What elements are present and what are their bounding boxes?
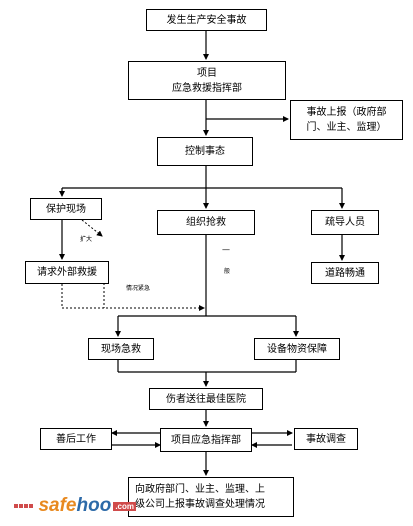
node-accident: 发生生产安全事故 (146, 9, 267, 31)
node-external-line-1: 请求外部救援 (37, 267, 97, 278)
node-evacuate-line-1: 疏导人员 (325, 217, 365, 228)
node-final-report-line-2: 级公司上报事故调查处理情况 (135, 499, 265, 510)
node-road-line-1: 道路畅通 (325, 267, 365, 279)
node-final-report-line-1: 向政府部门、业主、监理、上 (135, 484, 265, 495)
logo-text-hoo: hoo (76, 495, 112, 516)
watermark-logo: safehoo.com (14, 496, 136, 516)
logo-dot (29, 504, 33, 508)
node-final-report: 向政府部门、业主、监理、上 级公司上报事故调查处理情况 (128, 477, 294, 517)
node-report-line-1: 事故上报（政府部 (306, 107, 387, 118)
node-organize: 组织抢救 (157, 210, 255, 235)
label-dash: — (222, 245, 230, 254)
node-external: 请求外部救援 (25, 261, 109, 284)
node-evacuate: 疏导人员 (311, 210, 379, 235)
node-hq-top: 项目 应急救援指挥部 (128, 61, 286, 100)
node-organize-line-1: 组织抢救 (186, 217, 226, 228)
node-supplies-line-1: 设备物资保障 (267, 343, 327, 355)
logo-dot (14, 504, 18, 508)
logo-text-com: .com (113, 501, 136, 511)
node-report: 事故上报（政府部 门、业主、监理） (290, 100, 403, 140)
logo-dot (24, 504, 28, 508)
logo-text-safe: safe (38, 495, 77, 516)
label-seg: 般 (224, 268, 231, 275)
node-control-line-1: 控制事态 (185, 146, 225, 157)
node-supplies: 设备物资保障 (254, 338, 340, 360)
node-aftermath-line-1: 善后工作 (56, 433, 96, 445)
logo-dot (19, 504, 23, 508)
node-hospital: 伤者送往最佳医院 (149, 388, 263, 410)
node-protect-line-1: 保护现场 (46, 203, 86, 215)
node-control: 控制事态 (157, 137, 253, 166)
node-protect: 保护现场 (30, 198, 102, 220)
node-hq-top-line-1: 项目 (197, 67, 217, 79)
node-hospital-line-1: 伤者送往最佳医院 (166, 393, 246, 405)
node-hq-mid: 项目应急指挥部 (160, 428, 252, 452)
node-investigate-line-1: 事故调查 (306, 433, 346, 445)
label-expand: 扩大 (80, 236, 93, 243)
node-investigate: 事故调查 (294, 428, 358, 450)
label-situation: 情况紧急 (126, 285, 151, 292)
node-rescue-line-1: 现场急救 (101, 343, 141, 355)
node-hq-top-line-2: 应急救援指挥部 (172, 82, 242, 94)
node-aftermath: 善后工作 (40, 428, 112, 450)
node-hq-mid-line-1: 项目应急指挥部 (171, 434, 241, 446)
edge-dashed-expand (81, 219, 103, 237)
node-report-line-2: 门、业主、监理） (306, 122, 387, 133)
node-accident-line-1: 发生生产安全事故 (166, 14, 247, 26)
node-road: 道路畅通 (311, 262, 379, 284)
node-rescue: 现场急救 (88, 338, 154, 360)
